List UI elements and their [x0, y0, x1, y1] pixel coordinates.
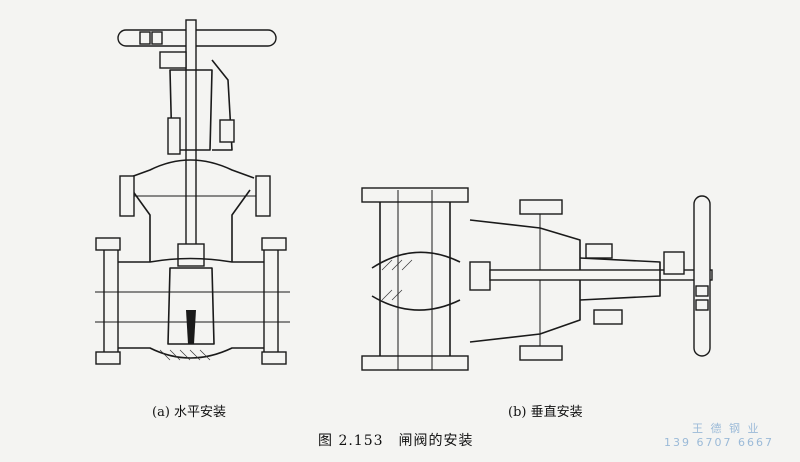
flange-top-b — [361, 187, 469, 203]
stem-nut-b — [469, 261, 491, 291]
packing-bolt-a — [167, 117, 181, 155]
valve-b-vertical — [361, 187, 713, 371]
handwheel-b-grip — [695, 285, 709, 297]
handwheel-b-grip-2 — [695, 299, 709, 311]
yoke-bolt-b — [585, 243, 613, 259]
flange-bolt-tl-a — [95, 237, 121, 251]
bonnet-top-a — [127, 159, 255, 179]
flange-bottom-b — [361, 355, 469, 371]
wedge-core-a — [186, 310, 196, 344]
yoke-nut-b — [663, 251, 685, 275]
yoke-nut-a — [159, 51, 187, 69]
handwheel-a-grip — [139, 31, 151, 45]
watermark-line2: 139 6707 6667 — [664, 436, 774, 449]
yoke-bolt-b-2 — [593, 309, 623, 325]
flange-bolt-br-a — [261, 351, 287, 365]
bonnet-bolt-bottom-b — [519, 345, 563, 361]
handwheel-b — [693, 195, 711, 357]
hatching-b — [381, 259, 413, 301]
flange-bolt-bl-a — [95, 351, 121, 365]
bonnet-bolt-right-a — [255, 175, 271, 217]
body-top-a — [104, 257, 278, 263]
caption-b: (b) 垂直安装 — [508, 405, 583, 420]
watermark-line1: 王 德 钢 业 — [692, 422, 761, 435]
stem-nut-a — [177, 243, 205, 267]
bonnet-sides-a — [131, 189, 251, 262]
hatching-a — [159, 349, 211, 361]
yoke-a-arm — [211, 59, 233, 151]
bonnet-bolt-left-a — [119, 175, 135, 217]
stem-a — [185, 19, 197, 261]
caption-a: (a) 水平安装 — [152, 405, 227, 420]
flange-bolt-tr-a — [261, 237, 287, 251]
valve-a-horizontal — [95, 19, 290, 365]
yoke-b — [579, 257, 661, 301]
handwheel-a-grip-2 — [151, 31, 163, 45]
wedge-b — [371, 251, 461, 311]
wedge-a — [167, 267, 215, 345]
yoke-bolt-a — [219, 119, 235, 143]
bonnet-bolt-top-b — [519, 199, 563, 215]
flange-right-a — [263, 247, 279, 361]
body-bottom-a — [104, 347, 278, 359]
figure-title: 图 2.153 闸阀的安装 — [318, 433, 474, 449]
flange-left-a — [103, 247, 119, 361]
stem-b — [489, 269, 713, 281]
